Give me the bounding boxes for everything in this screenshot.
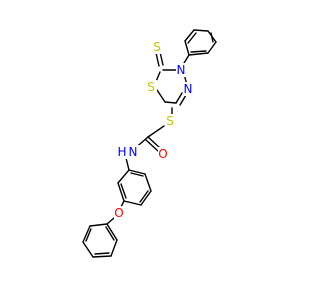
bond: [110, 239, 118, 257]
svg-text:H: H: [117, 145, 126, 159]
bond: [130, 172, 144, 177]
svg-text:N: N: [129, 145, 138, 159]
svg-text:N: N: [177, 63, 186, 77]
bond: [155, 52, 160, 67]
bond: [145, 139, 159, 152]
bond: [184, 40, 190, 56]
svg-text:O: O: [114, 206, 123, 220]
bond: [82, 241, 94, 258]
bond: [156, 89, 166, 103]
bond: [139, 190, 149, 203]
bond: [184, 29, 195, 42]
bond: [164, 101, 177, 104]
svg-text:S: S: [153, 40, 161, 54]
bond: [89, 223, 108, 227]
bond: [106, 223, 118, 241]
bond: [188, 52, 209, 56]
bond: [94, 252, 110, 255]
bond: [175, 92, 183, 104]
bond: [105, 226, 115, 241]
bond: [125, 157, 130, 171]
bond: [159, 51, 164, 66]
bond: [92, 255, 112, 258]
svg-text:S: S: [166, 114, 174, 128]
ring-nitrogen-3-label: N: [183, 82, 194, 96]
ring-nitrogen-4-label: N: [176, 63, 187, 77]
thioether-sulfur-label: S: [165, 114, 176, 128]
molecule-structure: S S N N S O H N O: [82, 29, 217, 258]
ether-oxygen-label: O: [114, 206, 125, 220]
atom-labels: S S N N S O H N O: [114, 40, 194, 220]
bond: [144, 173, 152, 192]
bonds: [82, 29, 217, 258]
ring-sulfur-label: S: [146, 80, 157, 94]
bond: [190, 50, 207, 53]
bond: [147, 136, 161, 149]
bond: [82, 225, 91, 243]
bond: [120, 183, 127, 199]
bond: [117, 182, 125, 202]
thione-sulfur-label: S: [152, 40, 163, 54]
bond: [187, 32, 197, 44]
bond: [117, 169, 130, 184]
carbonyl-oxygen-label: O: [158, 147, 169, 161]
bond: [140, 190, 152, 206]
bond: [207, 41, 217, 54]
bond: [123, 200, 142, 206]
bond: [106, 217, 115, 225]
bond: [210, 32, 214, 43]
svg-text:N: N: [184, 82, 193, 96]
bond: [193, 29, 209, 32]
amide-nitrogen-label: H N: [117, 145, 141, 159]
svg-text:S: S: [147, 80, 155, 94]
bond: [128, 169, 146, 175]
bond: [147, 125, 165, 138]
bond: [179, 94, 187, 106]
svg-text:O: O: [158, 147, 167, 161]
bond: [85, 228, 92, 242]
